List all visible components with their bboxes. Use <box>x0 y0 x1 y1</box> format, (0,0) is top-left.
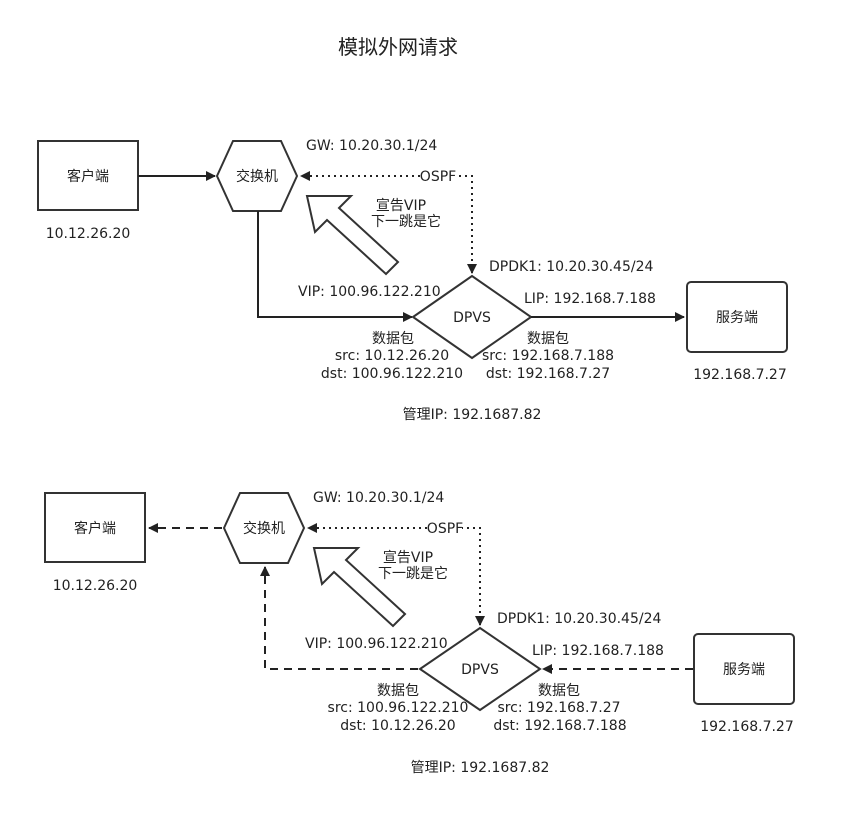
dpvs-dpdk: DPDK1: 10.20.30.45/24 <box>497 611 661 627</box>
packet-left-src: src: 100.96.122.210 <box>328 700 469 716</box>
switch-node <box>222 492 306 564</box>
ospf-arrow-to-dpvs <box>475 616 485 626</box>
packet-left-dst: dst: 10.12.26.20 <box>340 718 455 734</box>
management-ip: 管理IP: 192.1687.82 <box>411 760 550 776</box>
switch-gateway: GW: 10.20.30.1/24 <box>306 138 437 154</box>
management-ip: 管理IP: 192.1687.82 <box>403 407 542 423</box>
server-ip: 192.168.7.27 <box>693 367 787 383</box>
client-ip: 10.12.26.20 <box>46 226 131 242</box>
announce-line2: 下一跳是它 <box>371 213 441 230</box>
server-node <box>693 633 795 705</box>
dpvs-lip: LIP: 192.168.7.188 <box>532 643 664 659</box>
panel-response: 客户端 10.12.26.20 交换机 GW: 10.20.30.1/24 OS… <box>44 490 795 776</box>
dpvs-label: DPVS <box>461 662 499 678</box>
announce-line2: 下一跳是它 <box>378 565 448 582</box>
dpvs-vip: VIP: 100.96.122.210 <box>305 636 448 652</box>
diagram-title: 模拟外网请求 <box>338 35 458 59</box>
packet-right-src: src: 192.168.7.188 <box>482 348 614 364</box>
switch-gateway: GW: 10.20.30.1/24 <box>313 490 444 506</box>
packet-right-dst: dst: 192.168.7.188 <box>493 718 626 734</box>
packet-left-title: 数据包 <box>372 331 414 347</box>
panel-request: 客户端 10.12.26.20 交换机 GW: 10.20.30.1/24 OS… <box>37 138 788 423</box>
announce-line1: 宣告VIP <box>383 550 433 566</box>
ospf-label: OSPF <box>427 521 463 537</box>
client-ip: 10.12.26.20 <box>53 578 138 594</box>
ospf-link <box>462 527 481 625</box>
announce-arrow-icon <box>305 195 400 276</box>
dpvs-label: DPVS <box>453 310 491 326</box>
server-label: 服务端 <box>716 310 758 326</box>
dpvs-vip: VIP: 100.96.122.210 <box>298 284 441 300</box>
packet-right-title: 数据包 <box>527 331 569 347</box>
ospf-arrow-to-dpvs <box>467 264 477 274</box>
ospf-label: OSPF <box>420 169 456 185</box>
client-node <box>44 492 146 563</box>
server-label: 服务端 <box>723 662 765 678</box>
dpvs-node <box>418 626 542 712</box>
packet-right-dst: dst: 192.168.7.27 <box>486 366 610 382</box>
dpvs-dpdk: DPDK1: 10.20.30.45/24 <box>489 259 653 275</box>
switch-label: 交换机 <box>236 168 278 185</box>
announce-arrow-icon <box>312 547 407 628</box>
ospf-link <box>455 175 473 273</box>
client-node <box>37 140 139 211</box>
packet-left-dst: dst: 100.96.122.210 <box>321 366 463 382</box>
switch-node <box>215 140 299 212</box>
packet-left-src: src: 10.12.26.20 <box>335 348 449 364</box>
packet-left-title: 数据包 <box>377 683 419 699</box>
server-node <box>686 281 788 353</box>
packet-right-title: 数据包 <box>538 683 580 699</box>
announce-line1: 宣告VIP <box>376 198 426 214</box>
client-label: 客户端 <box>74 520 116 537</box>
client-label: 客户端 <box>67 168 109 185</box>
server-ip: 192.168.7.27 <box>700 719 794 735</box>
edge-switch-to-dpvs <box>257 211 413 322</box>
dpvs-lip: LIP: 192.168.7.188 <box>524 291 656 307</box>
switch-label: 交换机 <box>243 520 285 537</box>
packet-right-src: src: 192.168.7.27 <box>497 700 620 716</box>
